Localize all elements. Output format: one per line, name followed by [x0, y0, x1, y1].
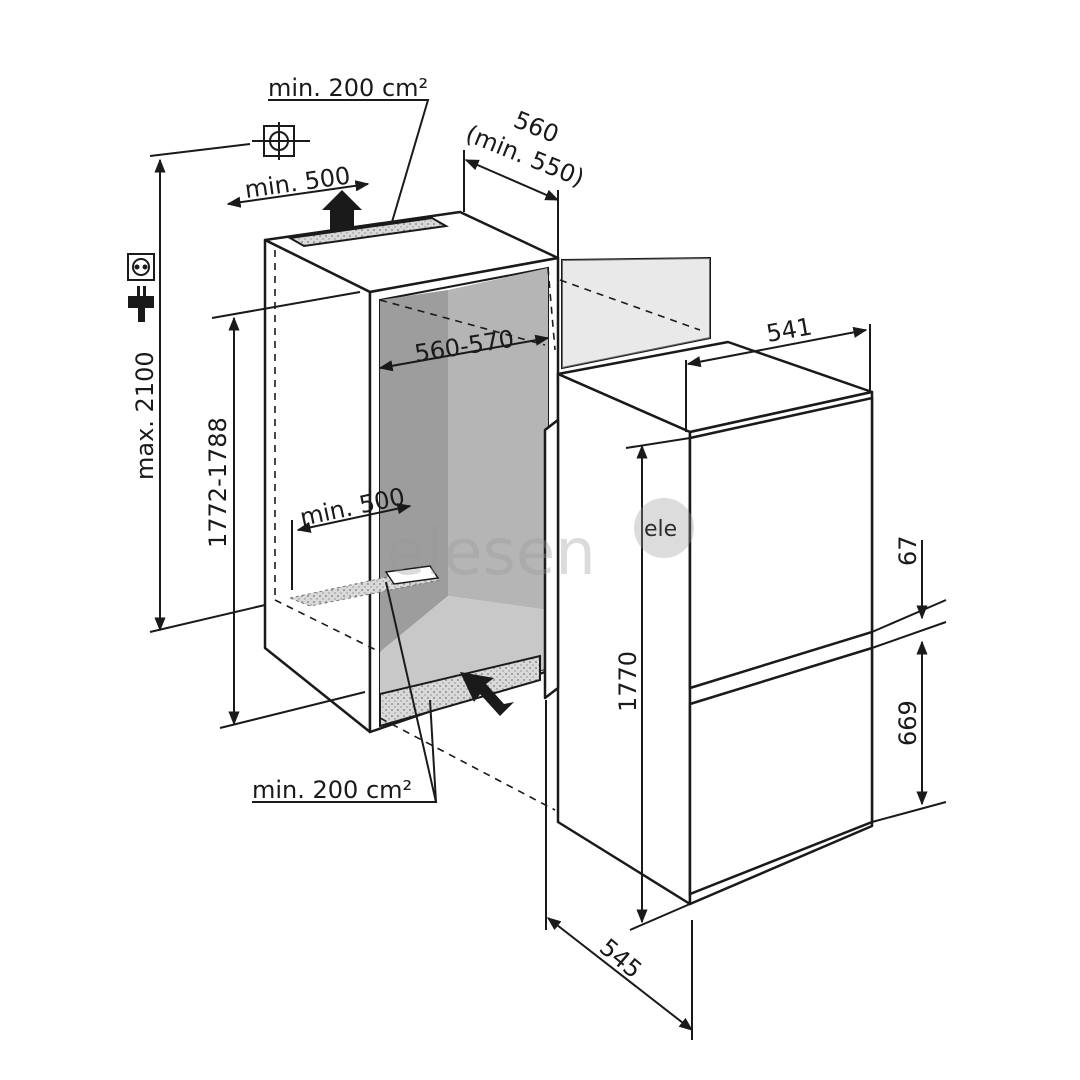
airflow-arrow-icon [460, 672, 514, 716]
bottom-vent-area-label: min. 200 cm² [252, 776, 412, 804]
ceiling-light-icon [252, 122, 310, 160]
watermark-text: elesen [386, 516, 596, 590]
power-socket-icon [127, 253, 155, 281]
appliance-height-label: 1770 [614, 651, 642, 712]
projection-lines [274, 250, 701, 811]
appliance-depth-bottom-label: 545 [594, 933, 647, 984]
airflow-arrow-icon [322, 190, 362, 230]
appliance-doors [688, 396, 874, 896]
top-vent-area-label: min. 200 cm² [268, 74, 428, 102]
power-plug-icon [128, 286, 154, 322]
dimension-lines [149, 99, 947, 1040]
max-height-label: max. 2100 [131, 351, 159, 480]
niche-height-label: 1772-1788 [204, 417, 232, 548]
lower-door-height-label: 669 [894, 700, 922, 746]
appliance-depth-top-label: 541 [764, 312, 814, 348]
watermark-badge: ele [644, 517, 677, 542]
watermark: elesen ele [386, 498, 694, 590]
door-gap-label: 67 [894, 535, 922, 566]
